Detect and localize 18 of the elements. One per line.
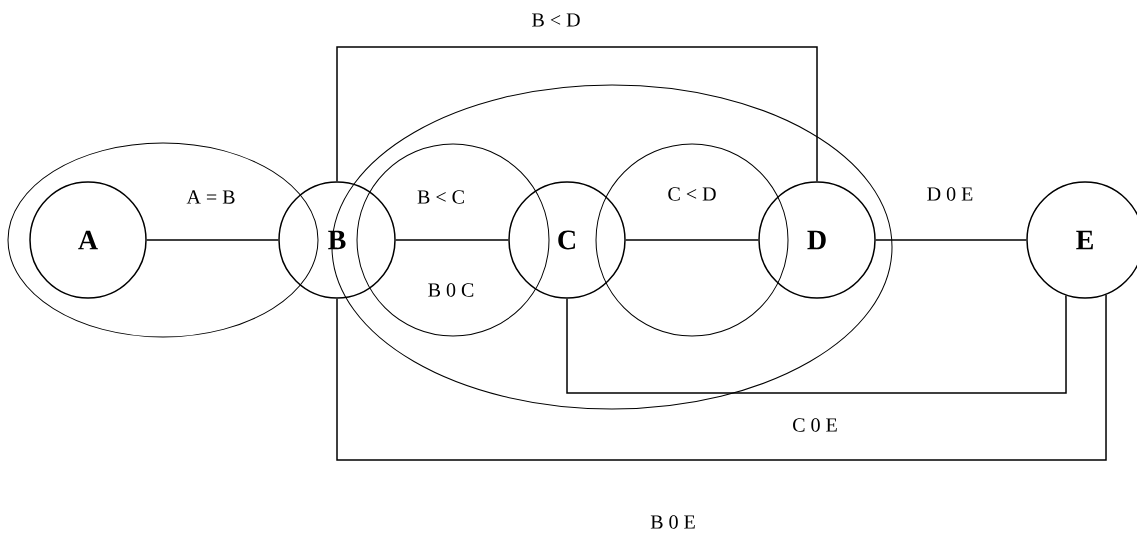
connector-line bbox=[336, 294, 1107, 461]
edge-label: C 0 E bbox=[793, 418, 837, 432]
edge-label: B 0 E bbox=[650, 515, 695, 529]
edge-label: B < D bbox=[532, 13, 580, 27]
circle-node: A bbox=[29, 181, 147, 299]
edge-label: C < D bbox=[668, 187, 716, 201]
edge-label: D 0 E bbox=[927, 187, 973, 201]
connector-line bbox=[625, 239, 759, 241]
connector-line bbox=[566, 294, 1067, 394]
connector-line bbox=[875, 239, 1027, 241]
edge-label: A = B bbox=[186, 190, 235, 204]
connector-line bbox=[336, 46, 818, 182]
connector-line bbox=[395, 239, 509, 241]
relation-label: B 0 C bbox=[428, 283, 474, 297]
circle-node: D bbox=[758, 181, 876, 299]
connector-line bbox=[146, 239, 279, 241]
edge-label: B < C bbox=[417, 190, 464, 204]
circle-node: C bbox=[508, 181, 626, 299]
